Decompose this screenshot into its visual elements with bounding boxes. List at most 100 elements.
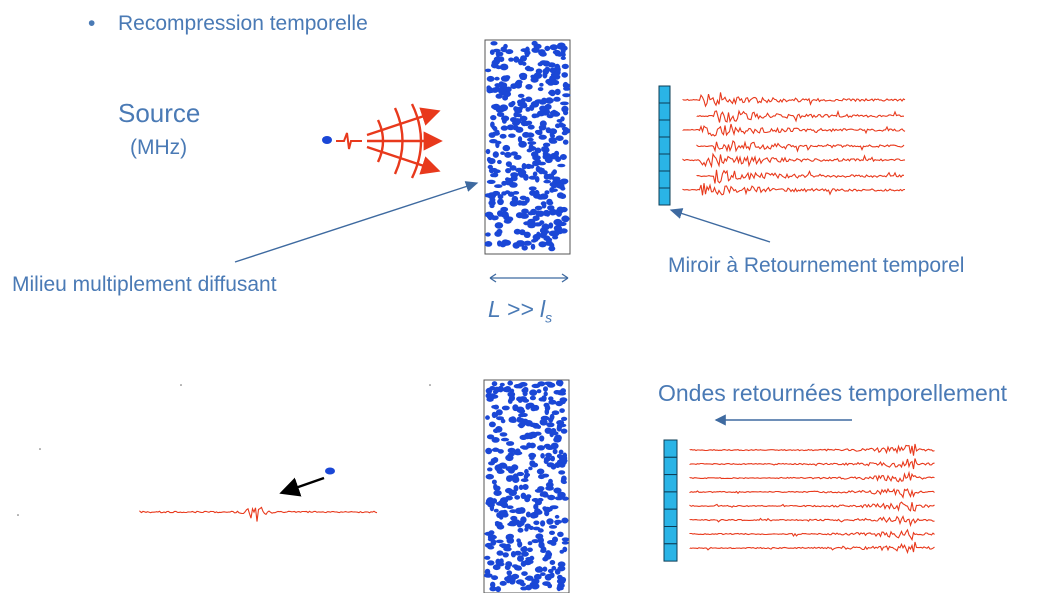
signal-trace [689, 501, 935, 512]
scatterer-dot [509, 200, 519, 207]
scatterer-dot [525, 96, 533, 103]
scatterer-dot [549, 67, 557, 74]
scatterer-dot [538, 49, 546, 56]
scatterer-dot [544, 381, 553, 386]
scatterer-dot [522, 398, 530, 403]
medium-label: Milieu multiplement diffusant [12, 273, 277, 296]
signal-trace [696, 169, 905, 184]
scatterer-dot [555, 379, 564, 387]
scatterer-dot [506, 505, 514, 510]
scatterer-dot [545, 485, 554, 491]
scatterer-dot [558, 470, 566, 475]
scatterer-dot [520, 445, 528, 449]
scatterer-dot [537, 486, 544, 491]
scatterer-dot [562, 178, 569, 184]
scatterer-dot [485, 68, 492, 73]
scatterer-dot [514, 108, 523, 114]
scatterer-dot [507, 380, 513, 386]
scatterer-dot [538, 134, 547, 140]
length-arrow [489, 273, 569, 283]
scatterer-dot [560, 458, 568, 464]
scatterer-dot [517, 171, 523, 176]
scatterer-dot [540, 230, 548, 237]
scatterer-dot [490, 173, 497, 178]
scatterer-dot [539, 220, 545, 225]
scatterer-dot [506, 577, 511, 584]
scatterer-dot [556, 390, 565, 396]
scatterer-dot [508, 57, 514, 62]
scatterer-dot [510, 551, 517, 558]
scatterer-dot [516, 521, 523, 528]
mirror-element [663, 474, 678, 493]
scatterer-dot [508, 102, 515, 108]
scatterer-dot [493, 428, 499, 434]
scatterer-dot [493, 490, 502, 496]
scatterer-dot [533, 520, 540, 526]
scatterer-dot [525, 511, 531, 518]
focus-target-point [325, 467, 335, 475]
wave-arrow-2 [366, 107, 441, 137]
scatterer-dot [530, 76, 539, 83]
scatterer-dot [518, 484, 524, 490]
scatterer-dot [526, 403, 533, 409]
scatterer-dot [562, 452, 567, 459]
scatterer-dot [491, 479, 497, 485]
scatterer-dot [497, 240, 502, 247]
scatterer-dot [550, 71, 560, 78]
scatterer-dot [559, 154, 567, 160]
scatterer-dot [523, 231, 531, 238]
scatterer-dot [517, 541, 523, 548]
scatterer-dot [533, 503, 539, 510]
scatterer-dot [558, 221, 567, 227]
scatterer-dot [522, 546, 528, 551]
scatterer-dot [556, 454, 562, 459]
scatterer-dot [531, 383, 541, 389]
scatterer-dot [530, 462, 539, 468]
scatterer-dot [505, 161, 512, 168]
scatterer-dot [542, 142, 551, 147]
scatterer-dot [527, 67, 535, 72]
scatterer-dot [528, 186, 537, 191]
scatterer-dot [542, 493, 549, 498]
mirror-element [663, 456, 678, 476]
signal-trace [696, 109, 904, 124]
scatterer-dot [521, 551, 529, 557]
scatterer-dot [532, 215, 540, 221]
scatterer-dot [494, 76, 500, 81]
scatterer-dot [552, 235, 559, 240]
scatterer-dot [505, 487, 513, 494]
scatterer-dot [490, 539, 497, 546]
scatterer-dot [497, 51, 504, 57]
scatterer-dot [485, 148, 491, 155]
scatterer-dot [509, 509, 517, 514]
scatterer-dot [531, 578, 540, 585]
scatterer-dot [527, 141, 537, 145]
scatterer-dot [547, 205, 555, 211]
scatterer-dot [559, 549, 565, 554]
scatterer-dot [500, 125, 509, 131]
scatterer-dot [545, 240, 553, 246]
scatterer-dot [512, 404, 519, 412]
scatterer-dot [506, 570, 513, 576]
scatterer-dot [491, 437, 500, 443]
scatterer-dot [499, 63, 509, 71]
medium-pointer-arrow [234, 181, 479, 263]
scatterer-dot [529, 389, 538, 397]
scatterers-top [484, 40, 571, 252]
scatterer-dot [510, 175, 518, 182]
scatterer-dot [510, 418, 517, 423]
scatterer-dot [559, 228, 568, 234]
scatterer-dot [552, 229, 560, 237]
scatterer-dot [507, 447, 516, 454]
scatterer-dot [532, 171, 538, 177]
scatterer-dot [484, 241, 493, 247]
scatterer-dot [537, 566, 543, 572]
source-unit: (MHz) [130, 136, 188, 159]
scatterer-dot [551, 171, 556, 176]
scatterer-dot [494, 129, 500, 134]
scatterer-dot [490, 121, 495, 128]
scatterer-dot [489, 139, 498, 144]
scatterer-dot [532, 113, 541, 118]
scatterer-dot [496, 112, 505, 117]
scatterer-dot [529, 422, 538, 428]
